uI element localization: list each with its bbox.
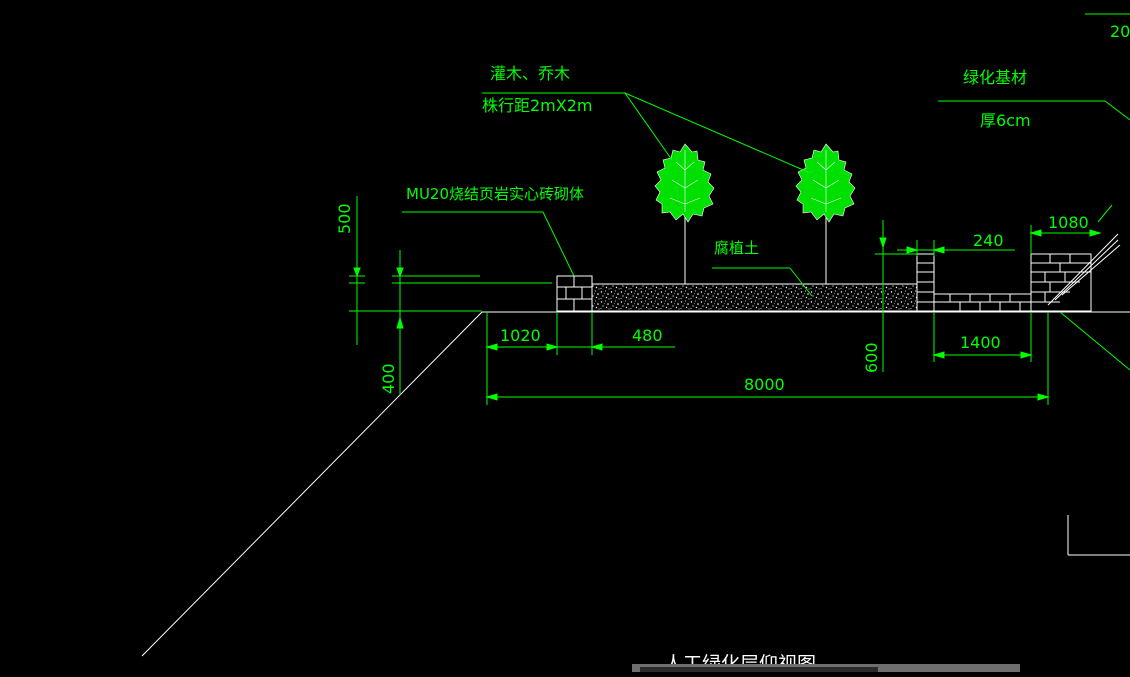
leader-topsoil bbox=[789, 267, 813, 297]
dim-240: 240 bbox=[973, 231, 1004, 250]
dim-1400: 1400 bbox=[960, 333, 1001, 352]
dim-400: 400 bbox=[379, 363, 398, 394]
leader-substrate bbox=[1104, 100, 1130, 121]
dim-480: 480 bbox=[632, 326, 663, 345]
topsoil-layer bbox=[591, 283, 918, 312]
bottom-bar-inner bbox=[640, 667, 878, 672]
slope-line-left bbox=[141, 311, 483, 657]
right-brick-pillar bbox=[916, 253, 935, 312]
leader-lines bbox=[396, 13, 1130, 371]
bottom-title-area: 人工绿化层仰视图 bbox=[632, 653, 1020, 675]
leader-brick bbox=[542, 211, 575, 277]
gutter-base bbox=[933, 293, 1032, 312]
label-topsoil: 腐植土 bbox=[714, 239, 759, 257]
dim-500: 500 bbox=[335, 203, 354, 234]
leader-lower-right bbox=[1059, 311, 1130, 371]
left-brick-wall bbox=[556, 275, 593, 312]
slope-hatch-1 bbox=[1054, 239, 1119, 301]
dim-600: 600 bbox=[862, 342, 881, 373]
label-green-substrate: 绿化基材 bbox=[963, 68, 1027, 87]
tree-left bbox=[654, 143, 715, 284]
right-brick-wall bbox=[1030, 253, 1092, 312]
label-thickness: 厚6cm bbox=[980, 111, 1031, 130]
label-spacing: 株行距2mX2m bbox=[482, 96, 593, 115]
annotations: 灌木、乔木 株行距2mX2m MU20烧结页岩实心砖砌体 腐植土 绿化基材 厚6… bbox=[335, 22, 1130, 394]
label-top-right-partial: 20 bbox=[1110, 22, 1130, 41]
leader-tree-left bbox=[624, 92, 673, 161]
label-shrubs-trees: 灌木、乔木 bbox=[490, 64, 570, 83]
dim-1080: 1080 bbox=[1048, 213, 1089, 232]
tree-right-crown bbox=[795, 143, 856, 223]
slope-line-right bbox=[1047, 233, 1119, 306]
leader-tree-right bbox=[624, 92, 809, 173]
dimension-lines bbox=[349, 196, 1113, 405]
dim-1020: 1020 bbox=[500, 326, 541, 345]
dim-8000: 8000 bbox=[744, 375, 785, 394]
tree-right bbox=[795, 143, 856, 284]
tree-left-crown bbox=[654, 143, 715, 223]
label-brick-masonry: MU20烧结页岩实心砖砌体 bbox=[406, 185, 584, 203]
